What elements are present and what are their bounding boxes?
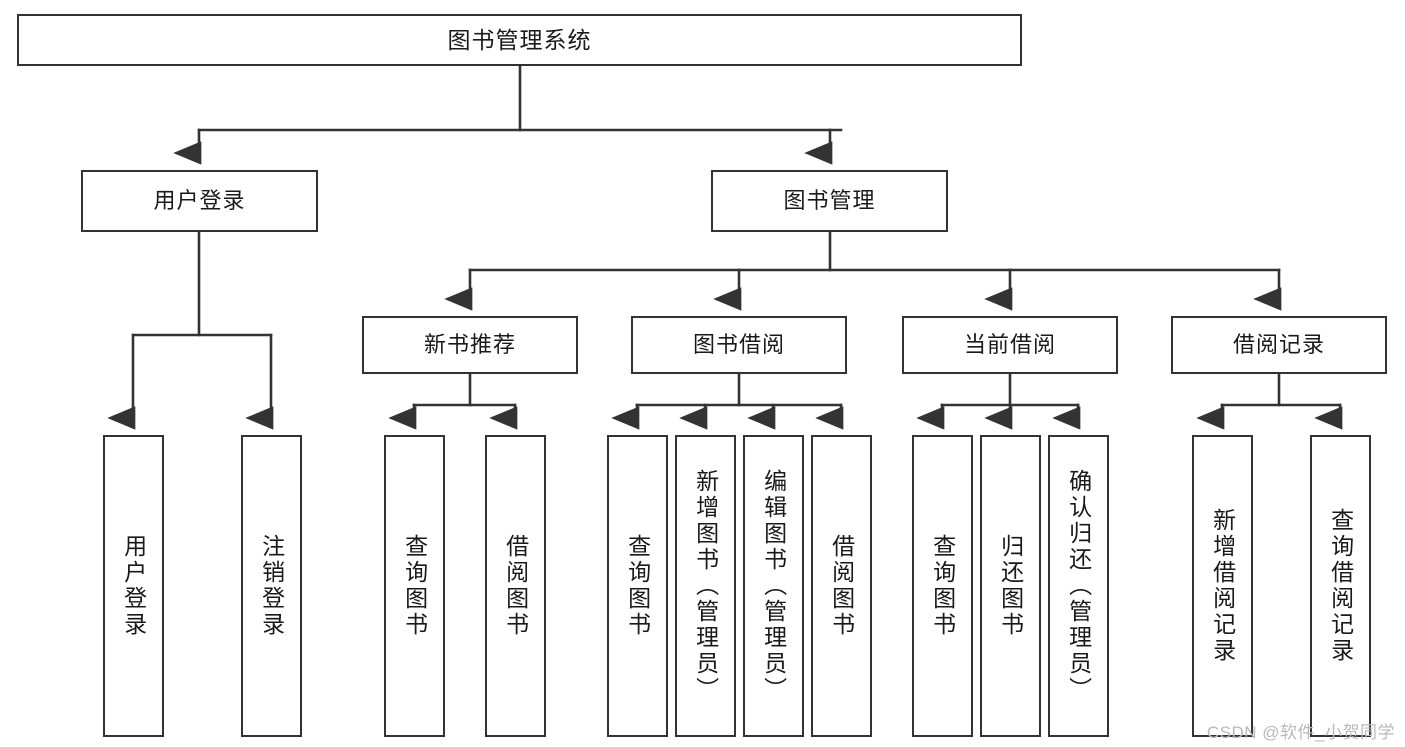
node-book-management[interactable]: 图书管理 [711, 170, 948, 232]
node-label: 用户登录 [120, 534, 147, 638]
watermark: CSDN @软件_小贺同学 [1206, 723, 1395, 742]
leaf-query-book-borrow[interactable]: 查询图书 [607, 435, 668, 737]
leaf-borrow-book[interactable]: 借阅图书 [811, 435, 872, 737]
leaf-query-book-current[interactable]: 查询图书 [912, 435, 973, 737]
leaf-add-book-admin[interactable]: 新增图书（管理员） [675, 435, 736, 737]
leaf-query-borrow-record[interactable]: 查询借阅记录 [1310, 435, 1371, 737]
node-current-borrow[interactable]: 当前借阅 [902, 316, 1118, 374]
node-label: 查询图书 [624, 534, 651, 638]
node-book-borrow[interactable]: 图书借阅 [631, 316, 847, 374]
leaf-add-borrow-record[interactable]: 新增借阅记录 [1192, 435, 1253, 737]
node-label: 用户登录 [153, 188, 246, 214]
node-label: 编辑图书（管理员） [760, 469, 787, 703]
leaf-query-book-recommend[interactable]: 查询图书 [384, 435, 445, 737]
node-label: 新增图书（管理员） [692, 469, 719, 703]
node-label: 图书管理 [783, 188, 876, 214]
node-label: 注销登录 [258, 534, 285, 638]
leaf-return-book[interactable]: 归还图书 [980, 435, 1041, 737]
node-user-login[interactable]: 用户登录 [81, 170, 318, 232]
node-label: 查询图书 [401, 534, 428, 638]
node-label: 借阅记录 [1232, 332, 1325, 358]
leaf-confirm-return-admin[interactable]: 确认归还（管理员） [1048, 435, 1109, 737]
node-system-root[interactable]: 图书管理系统 [17, 14, 1022, 66]
node-label: 查询借阅记录 [1327, 508, 1354, 664]
node-label: 借阅图书 [828, 534, 855, 638]
node-label: 当前借阅 [963, 332, 1056, 358]
node-label: 确认归还（管理员） [1065, 469, 1092, 703]
node-borrow-record[interactable]: 借阅记录 [1171, 316, 1387, 374]
leaf-user-logout[interactable]: 注销登录 [241, 435, 302, 737]
leaf-edit-book-admin[interactable]: 编辑图书（管理员） [743, 435, 804, 737]
node-label: 新增借阅记录 [1209, 508, 1236, 664]
node-label: 图书借阅 [692, 332, 785, 358]
leaf-borrow-book-recommend[interactable]: 借阅图书 [485, 435, 546, 737]
node-label: 图书管理系统 [447, 26, 592, 53]
node-new-book-recommend[interactable]: 新书推荐 [362, 316, 578, 374]
node-label: 归还图书 [997, 534, 1024, 638]
leaf-user-login[interactable]: 用户登录 [103, 435, 164, 737]
node-label: 查询图书 [929, 534, 956, 638]
node-label: 借阅图书 [502, 534, 529, 638]
node-label: 新书推荐 [423, 332, 516, 358]
